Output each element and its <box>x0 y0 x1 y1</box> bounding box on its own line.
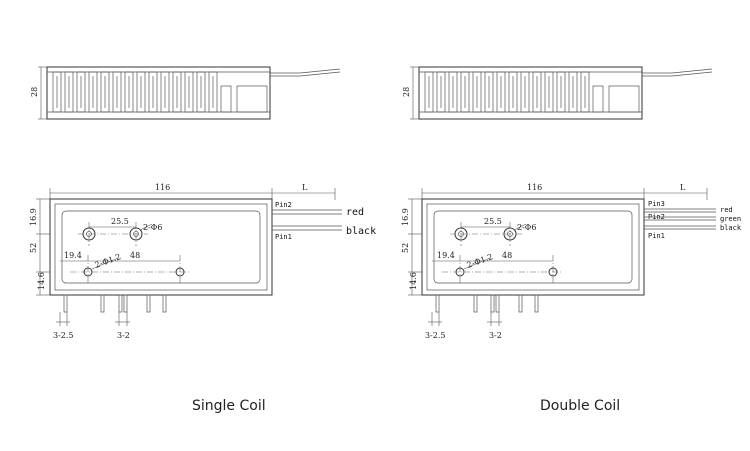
width-label: 52 <box>29 243 38 253</box>
wire-black-label: black <box>720 224 742 232</box>
length-dim-label: 116 <box>527 183 542 192</box>
double-coil-drawing: 28 116 L 25.5 2-Φ6 <box>401 66 742 340</box>
pin-bottom-label: Pin1 <box>648 232 665 240</box>
lead-length-label: L <box>302 183 308 192</box>
left-offset-label: 19.4 <box>64 251 82 260</box>
wire-green-label: green <box>720 215 741 223</box>
hole-label: 2-Φ6 <box>143 223 162 232</box>
hole-spacing-label: 25.5 <box>484 217 502 226</box>
single-coil-drawing: 28 116 L 25.5 2-Φ6 <box>29 66 376 340</box>
lead-length-label: L <box>680 183 686 192</box>
side-view: 28 <box>30 66 341 120</box>
pin-top-label: Pin3 <box>648 200 665 208</box>
length-dim-label: 116 <box>155 183 170 192</box>
top-view: 116 L 25.5 2-Φ6 19. <box>29 183 376 340</box>
side-view: 28 <box>402 66 713 120</box>
pin-bottom-label: Pin1 <box>275 233 292 241</box>
bottom-offset-label: 14.6 <box>409 272 418 290</box>
pin-spacing-label: 48 <box>130 251 140 260</box>
top-offset-label: 16.9 <box>401 208 410 226</box>
pin-spacing-label: 48 <box>502 251 512 260</box>
pin-hole-label: 2-Φ1.2 <box>94 252 123 270</box>
height-dim-label: 28 <box>30 87 39 97</box>
wire-red-label: red <box>346 207 364 218</box>
single-coil-caption: Single Coil <box>192 398 266 414</box>
pin-a-label: 3-2.5 <box>53 331 74 340</box>
hole-label: 2-Φ6 <box>517 223 536 232</box>
pin-a-label: 3-2.5 <box>425 331 446 340</box>
height-dim-label: 28 <box>402 87 411 97</box>
left-offset-label: 19.4 <box>437 251 455 260</box>
hole-spacing-label: 25.5 <box>111 217 129 226</box>
top-view: 116 L 25.5 2-Φ6 19.4 <box>401 183 742 340</box>
wire-black-label: black <box>346 226 376 237</box>
pin-b-label: 3-2 <box>117 331 130 340</box>
double-coil-caption: Double Coil <box>540 398 621 414</box>
pin-hole-label: 2-Φ1.2 <box>466 252 495 270</box>
wire-red-label: red <box>720 206 733 214</box>
bottom-offset-label: 14.6 <box>37 272 46 290</box>
width-label: 52 <box>401 243 410 253</box>
top-offset-label: 16.9 <box>29 208 38 226</box>
pin-top-label: Pin2 <box>275 201 292 209</box>
pin-b-label: 3-2 <box>489 331 502 340</box>
